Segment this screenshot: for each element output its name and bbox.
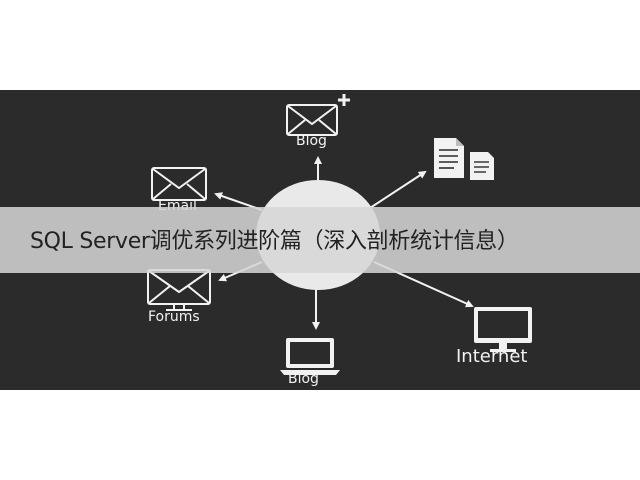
title-banner: SQL Server调优系列进阶篇（深入剖析统计信息） bbox=[0, 207, 640, 273]
envelope-plus-icon bbox=[286, 94, 350, 136]
monitor-icon bbox=[474, 307, 532, 352]
node-label-blog-bottom: Blog bbox=[288, 371, 319, 387]
node-label-forums: Forums bbox=[148, 309, 200, 325]
documents-icon bbox=[434, 138, 494, 180]
node-label-internet: Internet bbox=[456, 346, 528, 367]
envelope-icon bbox=[151, 167, 207, 201]
envelope-monitor-icon bbox=[147, 269, 211, 311]
banner-title: SQL Server调优系列进阶篇（深入剖析统计信息） bbox=[30, 229, 519, 254]
laptop-icon bbox=[280, 338, 340, 375]
node-label-blog-top: Blog bbox=[296, 133, 327, 149]
arrow-to-documents bbox=[369, 170, 427, 209]
